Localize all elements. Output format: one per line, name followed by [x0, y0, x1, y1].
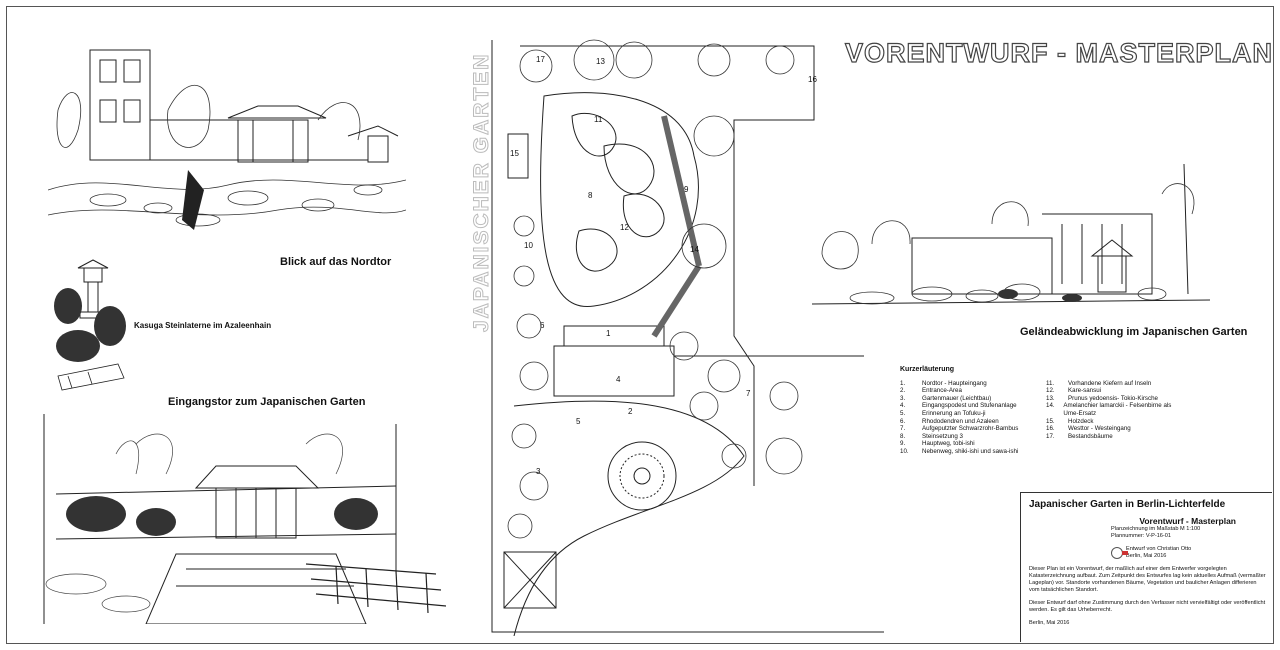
footer-date: Berlin, Mai 2016: [1029, 620, 1070, 626]
legend-column-2: 11. Vorhandene Kiefern auf Inseln 12. Kare-…: [1046, 380, 1176, 456]
legend-item-text: Eingangspodest und Stufenanlage: [922, 402, 1017, 410]
legend-item-text: Nordtor - Haupteingang: [922, 379, 987, 387]
legend-item-text: Erinnerung an Tofuku-ji: [922, 409, 986, 417]
plan-label-8: 8: [588, 191, 593, 200]
sketch-kasuga: [48, 246, 130, 396]
legend-item-number: 16.: [1046, 425, 1055, 433]
legend-item-number: 13.: [1046, 394, 1055, 402]
legend-item-text: Westtor - Westeingang: [1068, 425, 1131, 433]
legend: Kurzerläuterung 1. Nordtor - Haupteingang…: [900, 366, 1176, 456]
caption-gelaende: Geländeabwicklung im Japanischen Garten: [1020, 326, 1248, 338]
legend-item-text: Aufgeputzter Schwarzrohr-Bambus: [922, 425, 1019, 433]
caption-kasuga: Kasuga Steinlaterne im Azaleenhain: [134, 321, 272, 330]
legend-item: 6. Rhododendren und Azaleen: [900, 418, 1030, 426]
legend-item-text: Rhododendren und Azaleen: [922, 417, 999, 425]
plan-label-4: 4: [616, 375, 621, 384]
legend-heading: Kurzerläuterung: [900, 366, 955, 373]
drawing-frame: [6, 6, 1274, 644]
legend-item-text: Amelanchier lamarckii - Felsenbirne als …: [1063, 402, 1172, 417]
legend-item-number: 3.: [900, 394, 906, 402]
plan-label-6: 6: [540, 321, 545, 330]
plan-label-5: 5: [576, 417, 581, 426]
plan-label-10: 10: [524, 241, 533, 250]
caption-eingangstor: Eingangstor zum Japanischen Garten: [168, 396, 366, 408]
legend-item-text: Gartenmauer (Leichtbau): [922, 394, 992, 402]
legend-item: 17. Bestandsbäume: [1046, 433, 1176, 441]
legend-item: 7. Aufgeputzter Schwarzrohr-Bambus: [900, 425, 1030, 433]
author-date: Berlin, Mai 2016: [1126, 553, 1167, 559]
title-block: Japanischer Garten in Berlin-Lichterfeld…: [1020, 492, 1272, 642]
plan-scale: Planzeichnung im Maßstab M 1:100: [1111, 526, 1201, 532]
legend-item: 10. Nebenweg, shiki-ishi und sawa-ishi: [900, 448, 1030, 456]
legend-item-text: Entrance-Area: [922, 387, 962, 395]
vertical-title-text: JAPANISCHER GARTEN: [470, 53, 493, 332]
plan-label-13: 13: [596, 57, 605, 66]
plan-label-12: 12: [620, 223, 629, 232]
legend-item-number: 10.: [900, 447, 909, 455]
legend-item-number: 7.: [900, 425, 906, 433]
legend-item: 3. Gartenmauer (Leichtbau): [900, 395, 1030, 403]
legend-item-text: Nebenweg, shiki-ishi und sawa-ishi: [922, 447, 1019, 455]
legend-item: 16. Westtor - Westeingang: [1046, 425, 1176, 433]
legend-item: 5. Erinnerung an Tofuku-ji: [900, 410, 1030, 418]
legend-item-text: Hauptweg, tobi-ishi: [922, 440, 975, 448]
legend-item-number: 17.: [1046, 432, 1055, 440]
disclaimer-text: Dieser Plan ist ein Vorentwurf, der maßl…: [1029, 566, 1266, 593]
plan-label-11: 11: [594, 115, 603, 124]
plan-label-2: 2: [628, 407, 633, 416]
sketch-nordtor: [48, 40, 406, 238]
legend-item: 13. Prunus yedoensis- Tokio-Kirsche: [1046, 395, 1176, 403]
plan-label-15: 15: [510, 149, 519, 158]
legend-item-number: 14.: [1046, 402, 1055, 410]
legend-item-number: 6.: [900, 417, 906, 425]
legend-item: 8. Steinsetzung 3: [900, 433, 1030, 441]
legend-item: 12. Kare-sansui: [1046, 387, 1176, 395]
legend-item-text: Bestandsbäume: [1068, 432, 1113, 440]
legend-item-number: 1.: [900, 379, 906, 387]
main-title: VORENTWURF - MASTERPLAN: [844, 37, 1273, 68]
legend-item-number: 5.: [900, 409, 906, 417]
legend-item-text: Vorhandene Kiefern auf Inseln: [1068, 379, 1152, 387]
legend-item-number: 15.: [1046, 417, 1055, 425]
plan-label-14: 14: [690, 245, 699, 254]
legend-item: 9. Hauptweg, tobi-ishi: [900, 440, 1030, 448]
sketch-gelaende: [812, 154, 1210, 318]
copyright-text: Dieser Entwurf darf ohne Zustimmung durc…: [1029, 600, 1266, 613]
plan-label-16: 16: [808, 75, 817, 84]
plan-label-7: 7: [746, 389, 751, 398]
plan-label-17: 17: [536, 55, 545, 64]
legend-item: 4. Eingangspodest und Stufenanlage: [900, 402, 1030, 410]
legend-item: 1. Nordtor - Haupteingang: [900, 380, 1030, 388]
legend-item-text: Kare-sansui: [1068, 387, 1102, 395]
legend-item-number: 4.: [900, 402, 906, 410]
caption-nordtor: Blick auf das Nordtor: [280, 256, 392, 268]
legend-item: 15. Holzdeck: [1046, 418, 1176, 426]
legend-item: 2. Entrance-Area: [900, 387, 1030, 395]
legend-item-text: Holzdeck: [1068, 417, 1094, 425]
legend-item: 11. Vorhandene Kiefern auf Inseln: [1046, 380, 1176, 388]
legend-item-number: 12.: [1046, 387, 1055, 395]
plan-number: Plannummer: V-P-16-01: [1111, 533, 1172, 539]
project-title: Japanischer Garten in Berlin-Lichterfeld…: [1029, 499, 1226, 510]
sketch-eingangstor: [36, 414, 446, 624]
plan-label-1: 1: [606, 329, 611, 338]
author-logo-icon: [1111, 547, 1128, 559]
plan-label-9: 9: [684, 185, 689, 194]
legend-item-number: 9.: [900, 440, 906, 448]
legend-item-text: Prunus yedoensis- Tokio-Kirsche: [1068, 394, 1158, 402]
legend-item: 14. Amelanchier lamarckii - Felsenbirne a…: [1046, 402, 1176, 417]
plan-label-3: 3: [536, 467, 541, 476]
author-name: Entwurf von Christian Otto: [1126, 546, 1192, 552]
legend-item-number: 8.: [900, 432, 906, 440]
plan-subtitle: Vorentwurf - Masterplan: [1139, 516, 1236, 526]
legend-item-text: Steinsetzung 3: [922, 432, 963, 440]
author-block: Entwurf von Christian Otto Berlin, Mai 2…: [1111, 546, 1266, 560]
vertical-title: JAPANISCHER GARTEN: [460, 40, 500, 340]
legend-item-number: 11.: [1046, 379, 1055, 387]
legend-item-number: 2.: [900, 387, 906, 395]
